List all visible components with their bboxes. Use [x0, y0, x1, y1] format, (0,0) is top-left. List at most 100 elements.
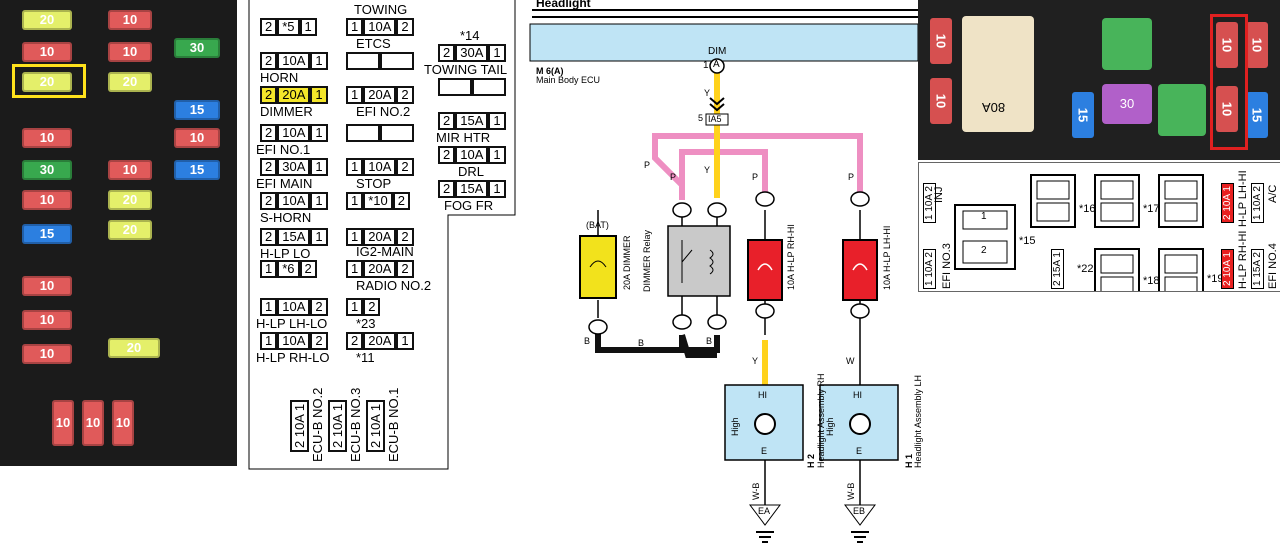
fuse-label-h-lp-lh-lo: H-LP LH-LO	[256, 316, 328, 331]
e-rh: E	[761, 446, 768, 456]
pin-cell: 1	[260, 260, 278, 278]
pin-efi3: 1 10A 2	[923, 249, 936, 289]
pin-cell: 1	[488, 146, 506, 164]
relay-block-diagram: INJ *15 *16 *17 *18 *19 *22 EFI NO.3 A/C…	[918, 162, 1280, 292]
fuse-20a: 20	[22, 72, 72, 92]
pin-inj: 1 10A 2	[923, 183, 936, 223]
pin-cell: 1	[260, 332, 278, 350]
label-19: *19	[1207, 273, 1224, 285]
relay-green-2	[1158, 84, 1206, 136]
pin-cell: 1	[310, 124, 328, 142]
fuse-10a: 10	[1216, 86, 1238, 132]
pin-cell: 1	[299, 18, 317, 36]
fuse-row-right	[438, 78, 506, 96]
pin-cell	[438, 78, 472, 96]
fuse-10a: 10	[174, 128, 220, 148]
pin-cell: 1	[310, 52, 328, 70]
h2-name: Headlight Assembly RH	[816, 373, 826, 468]
fuse-vertical-2: 2 10A 1	[328, 399, 347, 452]
wire-y-mid: Y	[704, 165, 711, 175]
pin-cell: 1	[310, 86, 328, 104]
fuse-rh-label: 10A H-LP RH-HI	[786, 224, 796, 290]
fuse-label-etcs: ETCS	[356, 36, 391, 51]
fuse-20a: 20	[108, 338, 160, 358]
fuse-20a: 20	[108, 190, 152, 210]
pin-cell: 10A	[277, 192, 311, 210]
wire-p-label-4: P	[848, 172, 855, 182]
fuse-label-efi-no-2: EFI NO.2	[356, 104, 411, 119]
pin-22: 2 15A 1	[1051, 249, 1064, 289]
pin-cell: 1	[346, 86, 364, 104]
pin-cell: 2	[438, 146, 456, 164]
pin-cell: 20A	[277, 86, 311, 104]
fuse-label-horn: HORN	[260, 70, 299, 85]
efi-no3-label: EFI NO.3	[941, 243, 953, 289]
pin-ac: 1 10A 2	[1251, 183, 1264, 223]
towing-partial: TOWING	[354, 2, 408, 17]
dimmer-fuse-label: 20A DIMMER	[622, 235, 632, 290]
pin-cell: 1	[310, 228, 328, 246]
pin-cell: 10A	[363, 18, 397, 36]
wire-y-lower: Y	[752, 356, 759, 366]
pin-cell: 2	[396, 228, 414, 246]
fuse-label--11: *11	[356, 350, 375, 365]
fuse-label-h-lp-rh-lo: H-LP RH-LO	[256, 350, 330, 365]
pin-cell: 2	[346, 332, 364, 350]
pin-cell: 2	[260, 18, 278, 36]
fuse-10a: 10	[1216, 22, 1238, 68]
fuse-label-s-horn: S-HORN	[260, 210, 312, 225]
pin-cell: 2	[363, 298, 381, 316]
fuse-label-efi-no-1: EFI NO.1	[256, 142, 311, 157]
fuse-10a: 10	[22, 190, 72, 210]
pin-cell: 10A	[277, 52, 311, 70]
fuse-10a: 10	[22, 310, 72, 330]
wire-p-label-3: P	[752, 172, 759, 182]
pin-cell: 2	[260, 86, 278, 104]
fuse-15a: 15	[1246, 92, 1268, 138]
fuse-vertical-label-3: ECU-B NO.1	[386, 387, 401, 462]
fuse-label-drl: DRL	[458, 164, 485, 179]
pin-cell: 1	[346, 298, 364, 316]
fuse-label-efi-main: EFI MAIN	[256, 176, 313, 191]
chart-outline	[248, 0, 516, 470]
high-lh: High	[825, 417, 835, 436]
fuse-30a: 30	[1102, 84, 1152, 124]
connector-ia5: IA5	[708, 114, 722, 124]
pin-cell: 1	[260, 298, 278, 316]
efi-no4-label: EFI NO.4	[1267, 243, 1279, 289]
pin-cell: 2	[438, 180, 456, 198]
pin-cell: 1	[310, 158, 328, 176]
h1-name: Headlight Assembly LH	[913, 374, 923, 468]
fuse-vertical-label-1: ECU-B NO.2	[310, 387, 325, 462]
fuse-vertical-3: 2 10A 1	[366, 399, 385, 452]
pin-cell: 1	[396, 332, 414, 350]
fuse-row-mid	[346, 52, 414, 70]
pin-cell: 1	[346, 158, 364, 176]
pin-cell: 10A	[363, 158, 397, 176]
fuse-80a: 80A	[962, 16, 1034, 132]
highlight-box-hlp-hi	[1210, 14, 1248, 150]
pin-cell: 2	[392, 192, 410, 210]
pin-hlp-lh: 2 10A 1	[1221, 183, 1234, 223]
pin-cell: 2	[260, 192, 278, 210]
dimmer-relay-label: DIMMER Relay	[642, 229, 652, 292]
pin-cell: 2	[438, 44, 456, 62]
pin-cell: *6	[277, 260, 300, 278]
relay-pin-2: 2	[981, 245, 987, 256]
pin-cell: 20A	[363, 86, 397, 104]
fuse-row-mid	[346, 124, 414, 142]
fuse-10a: 10	[52, 400, 74, 446]
label-15: *15	[1019, 235, 1036, 247]
